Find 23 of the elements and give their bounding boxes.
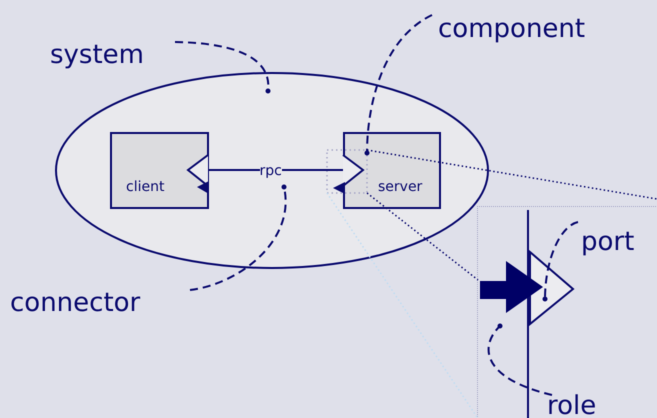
box-label: server [378,179,422,195]
callout-label: connector [10,288,170,320]
leader-line [542,221,578,302]
callout-label: system [50,40,170,72]
connector-line [208,169,343,171]
component-box [343,132,441,209]
callout-label: role [547,391,617,418]
port-triangle [529,251,575,325]
box-label: client [126,179,164,195]
role-arrow [480,261,544,313]
callout-label: port [581,227,651,259]
leader-line [190,184,287,291]
zoom-line [326,192,478,418]
leader-line [174,41,270,94]
zoom-line [366,149,657,200]
zoom-frame [477,206,657,418]
callout-label: component [438,14,628,46]
system-ellipse [55,72,489,269]
edge-label: rpc [260,164,282,178]
zoom-line [366,192,478,281]
leader-line [364,14,432,156]
component-box [110,132,209,209]
leader-line [488,324,552,396]
